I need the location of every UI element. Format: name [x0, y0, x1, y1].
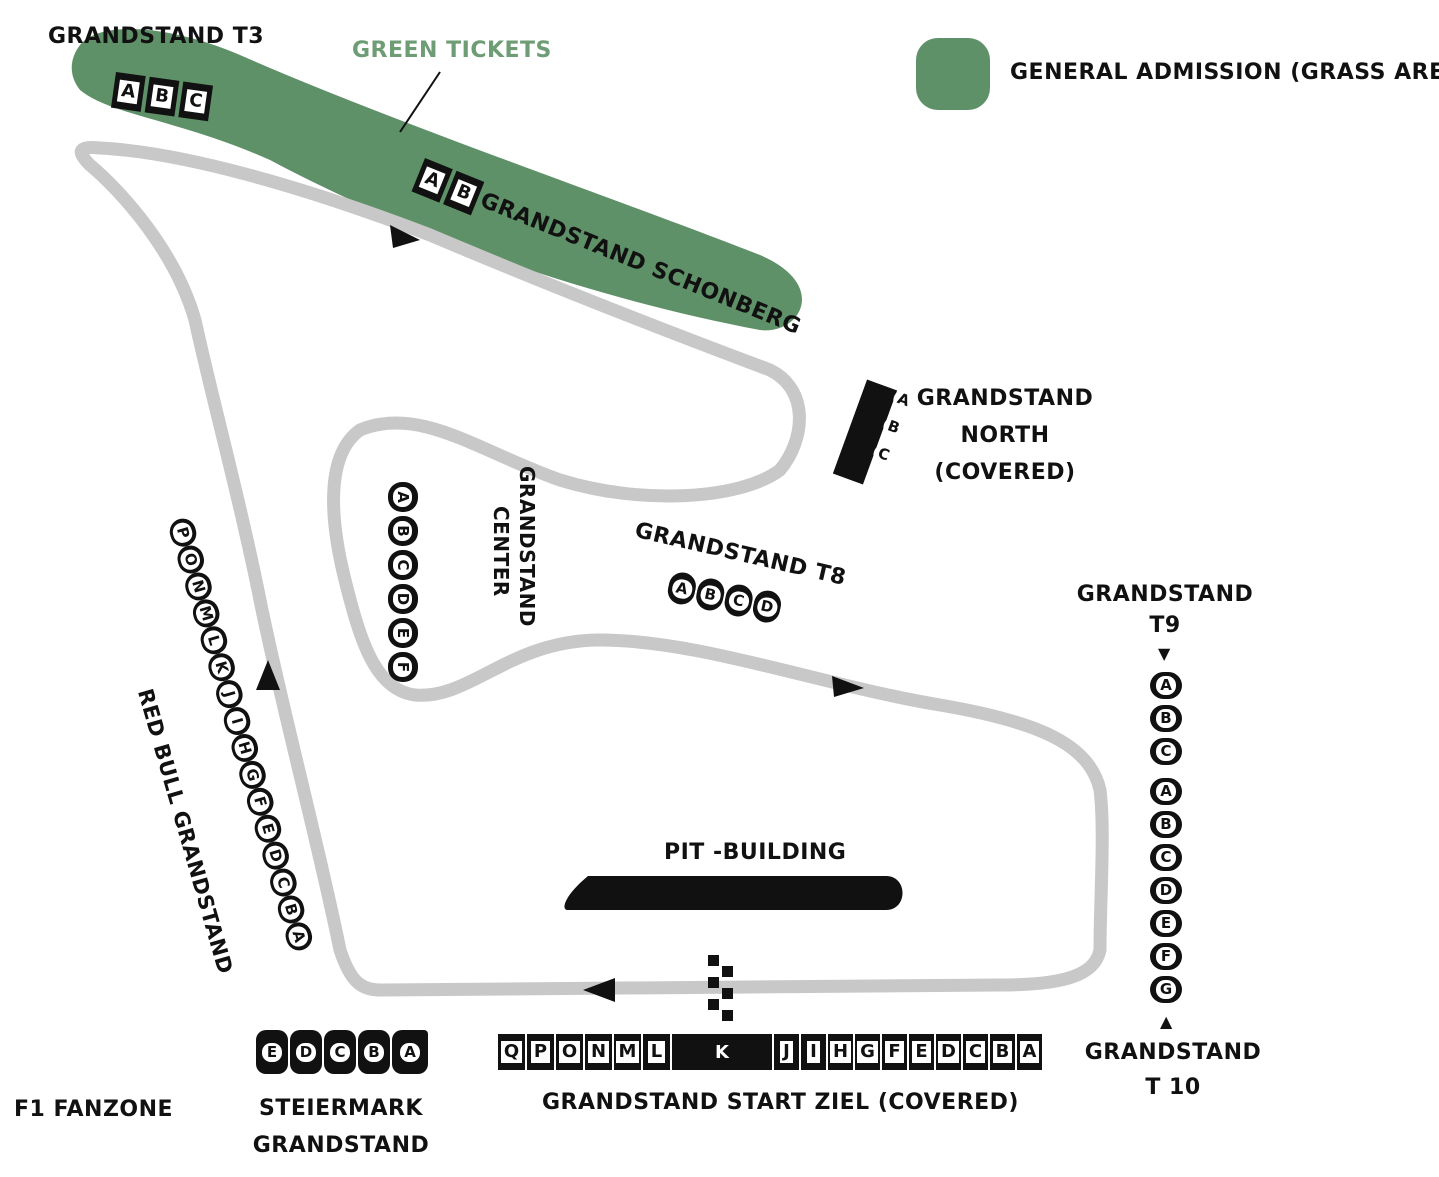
direction-arrow-icon	[256, 660, 280, 690]
steiermark-label: STEIERMARK GRANDSTAND	[252, 1096, 430, 1158]
section-tag[interactable]: I	[801, 1034, 826, 1070]
section-tag[interactable]: C	[388, 550, 418, 580]
section-tag[interactable]: A	[1150, 672, 1182, 699]
down-arrow-icon: ▼	[1158, 644, 1171, 663]
section-tag[interactable]: A	[392, 1030, 428, 1074]
section-tag[interactable]: M	[614, 1034, 641, 1070]
section-tag[interactable]: H	[828, 1034, 853, 1070]
section-tag[interactable]: A	[665, 570, 699, 607]
section-tag[interactable]: B	[990, 1034, 1015, 1070]
section-tag[interactable]: P	[527, 1034, 554, 1070]
section-tag[interactable]: E	[388, 618, 418, 648]
legend-label: GENERAL ADMISSION (GRASS AREA)	[1010, 60, 1439, 85]
grandstand-t3-label: GRANDSTAND T3	[48, 24, 265, 49]
section-tag[interactable]: N	[585, 1034, 612, 1070]
section-tag[interactable]: E	[256, 1030, 288, 1074]
section-tag[interactable]: J	[774, 1034, 799, 1070]
up-arrow-icon: ▲	[1160, 1012, 1173, 1031]
section-tag[interactable]: F	[882, 1034, 907, 1070]
section-tag[interactable]: C	[722, 582, 756, 619]
section-tag[interactable]: G	[1150, 976, 1182, 1003]
section-tag[interactable]: D	[1150, 877, 1182, 904]
direction-arrow-icon	[832, 676, 864, 697]
race-track	[74, 141, 1109, 997]
start-ziel-label: GRANDSTAND START ZIEL (COVERED)	[542, 1090, 1019, 1115]
steiermark-sections: E D C B A	[256, 1030, 428, 1074]
section-tag[interactable]: G	[855, 1034, 880, 1070]
section-tag[interactable]: E	[1150, 910, 1182, 937]
section-tag[interactable]: K	[672, 1034, 772, 1070]
section-tag[interactable]: B	[693, 576, 727, 613]
chequered-flag-icon	[708, 955, 733, 1021]
section-tag[interactable]: D	[290, 1030, 322, 1074]
section-tag[interactable]: D	[936, 1034, 961, 1070]
section-tag[interactable]: C	[963, 1034, 988, 1070]
grandstand-center-label: GRANDSTAND CENTER	[489, 466, 539, 627]
section-tag[interactable]: C	[1150, 738, 1182, 765]
legend-swatch	[916, 38, 990, 110]
section-tag[interactable]: B	[388, 516, 418, 546]
section-tag[interactable]: B	[1150, 811, 1182, 838]
start-ziel-sections: Q P O N M L K J I H G F E D C B A	[498, 1034, 1042, 1070]
direction-arrow-icon	[583, 978, 615, 1002]
section-tag[interactable]: A	[1017, 1034, 1042, 1070]
section-tag[interactable]: L	[643, 1034, 670, 1070]
green-tickets-label: GREEN TICKETS	[352, 38, 552, 63]
grandstand-t9-label: GRANDSTAND T9	[1076, 582, 1254, 638]
grandstand-center-sections: A B C D E F	[388, 482, 418, 682]
north-grandstand-block	[832, 379, 898, 485]
section-tag[interactable]: B	[358, 1030, 390, 1074]
section-tag[interactable]: B	[144, 76, 180, 117]
green-tickets-pointer	[399, 71, 441, 133]
section-tag[interactable]: F	[1150, 943, 1182, 970]
section-tag[interactable]: C	[324, 1030, 356, 1074]
section-tag[interactable]: A	[1150, 778, 1182, 805]
pit-building	[564, 876, 903, 910]
section-tag[interactable]: A	[110, 72, 146, 112]
fanzone-label: F1 FANZONE	[14, 1097, 174, 1122]
pit-building-label: PIT -BUILDING	[664, 840, 847, 865]
section-tag[interactable]: D	[388, 584, 418, 614]
grandstand-t10-sections: A B C D E F G	[1150, 778, 1182, 1003]
section-tag[interactable]: O	[556, 1034, 583, 1070]
grandstand-north-label: GRANDSTAND NORTH (COVERED)	[916, 386, 1094, 485]
section-tag[interactable]: F	[388, 652, 418, 682]
section-tag[interactable]: B	[1150, 705, 1182, 732]
section-tag[interactable]: E	[909, 1034, 934, 1070]
section-tag[interactable]: C	[178, 81, 214, 122]
direction-arrow-icon	[390, 225, 420, 248]
grandstand-t9-sections: A B C	[1150, 672, 1182, 765]
section-tag[interactable]: Q	[498, 1034, 525, 1070]
section-tag[interactable]: C	[1150, 844, 1182, 871]
grandstand-t10-label: GRANDSTAND T 10	[1084, 1040, 1262, 1100]
section-tag[interactable]: A	[388, 482, 418, 512]
